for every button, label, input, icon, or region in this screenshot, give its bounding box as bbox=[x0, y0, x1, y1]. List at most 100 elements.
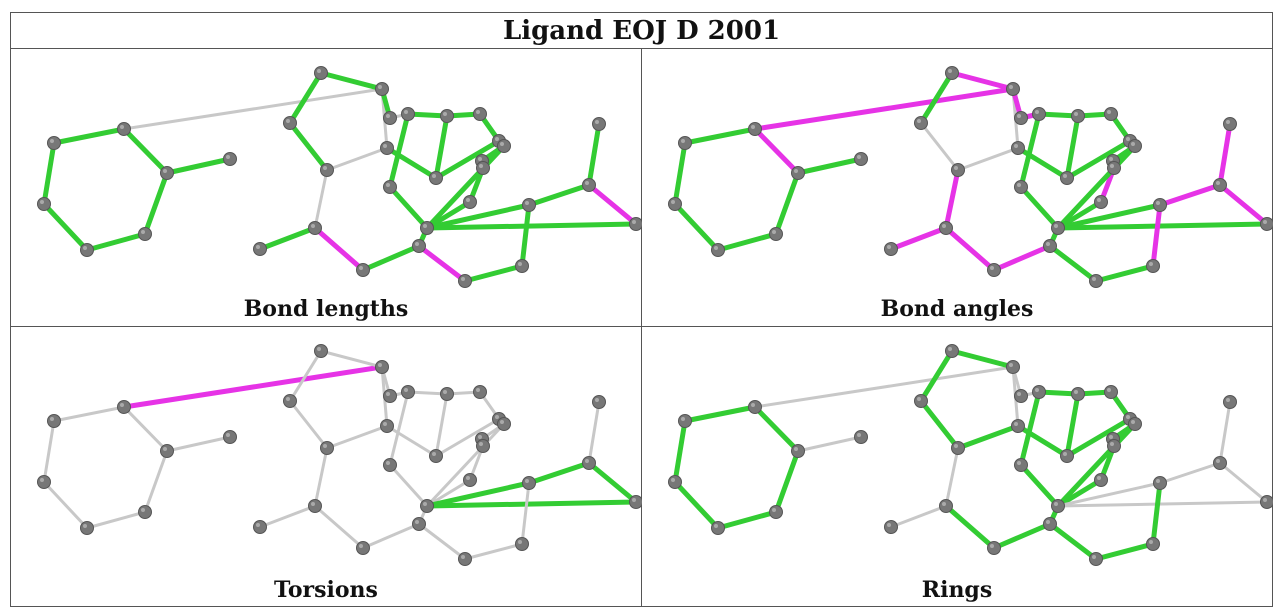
atom bbox=[1104, 107, 1118, 121]
atom bbox=[429, 171, 443, 185]
atom bbox=[939, 221, 953, 235]
bond bbox=[165, 435, 232, 453]
atom-highlight bbox=[386, 392, 390, 396]
bond bbox=[991, 243, 1053, 273]
atom bbox=[1146, 259, 1160, 273]
bond bbox=[463, 542, 524, 561]
atom-highlight bbox=[378, 85, 382, 89]
atom bbox=[1043, 239, 1057, 253]
bond bbox=[943, 225, 997, 273]
atom bbox=[1223, 117, 1237, 131]
atom-highlight bbox=[386, 114, 390, 118]
bond bbox=[587, 400, 601, 465]
caption-bond-angles: Bond angles bbox=[880, 296, 1034, 322]
atom bbox=[1006, 360, 1020, 374]
atom bbox=[383, 111, 397, 125]
caption-rings: Rings bbox=[921, 577, 993, 603]
bond bbox=[84, 231, 148, 253]
atom-highlight bbox=[163, 169, 167, 173]
atom bbox=[47, 414, 61, 428]
atom bbox=[320, 163, 334, 177]
bond bbox=[918, 398, 961, 451]
atom bbox=[945, 344, 959, 358]
atom bbox=[283, 394, 297, 408]
atom-highlight bbox=[40, 478, 44, 482]
atom-highlight bbox=[443, 112, 447, 116]
atom-highlight bbox=[317, 69, 321, 73]
atom bbox=[1043, 517, 1057, 531]
bond bbox=[52, 405, 126, 423]
bond bbox=[1158, 461, 1222, 485]
atom-highlight bbox=[50, 139, 54, 143]
molecule-view-bond-angles bbox=[668, 66, 1273, 288]
molecule-view-bond-lengths bbox=[37, 66, 642, 288]
bond bbox=[424, 499, 639, 509]
atom-highlight bbox=[887, 245, 891, 249]
atom bbox=[1153, 476, 1167, 490]
bond bbox=[388, 463, 429, 508]
bond bbox=[1018, 184, 1061, 231]
bond bbox=[1064, 138, 1133, 181]
atom bbox=[711, 521, 725, 535]
bond bbox=[586, 460, 639, 505]
bond bbox=[586, 121, 602, 188]
bond bbox=[1064, 113, 1081, 181]
atom-highlight bbox=[595, 120, 599, 124]
atom-highlight bbox=[1126, 415, 1130, 419]
atom bbox=[375, 82, 389, 96]
bond bbox=[672, 140, 688, 207]
atom-highlight bbox=[1009, 85, 1013, 89]
atom-highlight bbox=[495, 415, 499, 419]
bond bbox=[313, 446, 329, 508]
bond bbox=[672, 479, 721, 531]
atom-highlight bbox=[500, 142, 504, 146]
atom-highlight bbox=[857, 155, 861, 159]
atom bbox=[47, 136, 61, 150]
bond bbox=[1015, 423, 1070, 459]
atom bbox=[1071, 387, 1085, 401]
bond bbox=[288, 349, 323, 403]
bond bbox=[753, 365, 1015, 409]
atom bbox=[37, 475, 51, 489]
bond bbox=[752, 86, 1016, 132]
atom bbox=[1060, 171, 1074, 185]
atom bbox=[987, 263, 1001, 277]
bond bbox=[122, 87, 384, 131]
bond bbox=[462, 263, 525, 284]
atom bbox=[401, 385, 415, 399]
atom bbox=[412, 239, 426, 253]
atom-highlight bbox=[1216, 181, 1220, 185]
atom-highlight bbox=[226, 155, 230, 159]
atom bbox=[748, 122, 762, 136]
atom bbox=[380, 419, 394, 433]
atom bbox=[1146, 537, 1160, 551]
atom bbox=[1032, 385, 1046, 399]
atom-highlight bbox=[1009, 363, 1013, 367]
atom bbox=[884, 242, 898, 256]
atom bbox=[117, 400, 131, 414]
atom bbox=[476, 161, 490, 175]
bond bbox=[991, 521, 1053, 551]
bond bbox=[1055, 143, 1138, 231]
bond bbox=[325, 146, 389, 172]
bond bbox=[433, 113, 450, 181]
atom bbox=[1094, 473, 1108, 487]
bond bbox=[424, 202, 532, 231]
atom bbox=[253, 520, 267, 534]
ligand-report-table: Ligand EOJ D 2001 Bond lengths Bond angl… bbox=[10, 12, 1273, 607]
atom bbox=[791, 166, 805, 180]
atom bbox=[1223, 395, 1237, 409]
atom-highlight bbox=[887, 523, 891, 527]
atom-highlight bbox=[311, 502, 315, 506]
bond bbox=[773, 448, 801, 515]
atom-highlight bbox=[1054, 224, 1058, 228]
atom-highlight bbox=[500, 420, 504, 424]
atom bbox=[668, 197, 682, 211]
bond bbox=[164, 156, 233, 176]
bond bbox=[888, 225, 949, 252]
bond bbox=[121, 126, 170, 176]
atom-highlight bbox=[671, 478, 675, 482]
atom-highlight bbox=[794, 169, 798, 173]
bond bbox=[121, 364, 385, 410]
atom bbox=[476, 439, 490, 453]
